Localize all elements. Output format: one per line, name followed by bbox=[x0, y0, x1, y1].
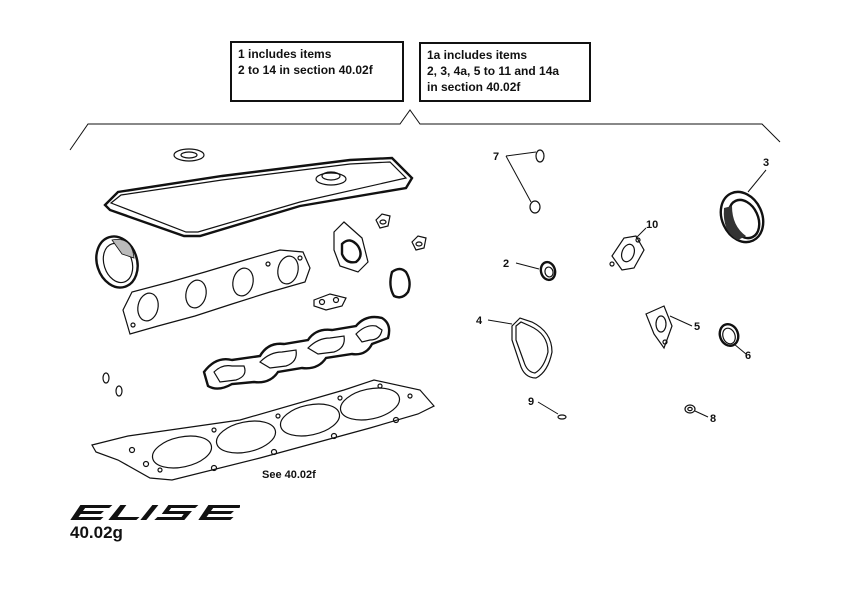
part-9-small-seal bbox=[537, 401, 567, 420]
see-reference-label: See 40.02f bbox=[262, 469, 316, 481]
note-box-item-1-line-2: 2 to 14 in section 40.02f bbox=[238, 63, 373, 77]
callout-7: 7 bbox=[493, 151, 499, 163]
group-bracket bbox=[69, 109, 781, 151]
elise-logo bbox=[70, 501, 243, 528]
o-ring-large bbox=[389, 267, 411, 299]
part-3-oil-seal bbox=[719, 169, 767, 244]
note-box-item-1: 1 includes items 2 to 14 in section 40.0… bbox=[230, 41, 404, 102]
inlet-manifold-gasket bbox=[202, 315, 391, 390]
rocker-cover-gasket bbox=[103, 156, 414, 238]
water-outlet-gasket bbox=[333, 221, 369, 273]
callout-10: 10 bbox=[646, 219, 658, 231]
note-box-item-1a-line-2: 2, 3, 4a, 5 to 11 and 14a bbox=[427, 64, 560, 78]
note-box-item-1a-line-1: 1a includes items bbox=[427, 48, 528, 62]
part-4-water-pump-gasket bbox=[487, 317, 553, 379]
small-o-ring-1 bbox=[102, 372, 110, 384]
filler-seal bbox=[315, 171, 347, 186]
callout-8: 8 bbox=[710, 413, 716, 425]
part-8-washer bbox=[684, 404, 709, 418]
cylinder-head-gasket bbox=[91, 379, 435, 481]
part-6-o-ring bbox=[718, 323, 747, 355]
callout-6: 6 bbox=[745, 350, 751, 362]
callout-2: 2 bbox=[503, 258, 509, 270]
plug-seal-top bbox=[173, 148, 205, 162]
part-10-flange-gasket bbox=[609, 227, 647, 271]
page-number: 40.02g bbox=[70, 523, 123, 542]
note-box-item-1a: 1a includes items 2, 3, 4a, 5 to 11 and … bbox=[419, 42, 591, 102]
note-box-item-1a-line-3: in section 40.02f bbox=[427, 80, 521, 94]
small-plate-gasket bbox=[313, 293, 347, 311]
crank-oil-seal bbox=[95, 235, 139, 289]
valve-cap-1 bbox=[375, 213, 391, 229]
small-o-ring-2 bbox=[115, 385, 123, 397]
part-2-seal bbox=[515, 260, 557, 282]
callout-4: 4 bbox=[476, 315, 483, 327]
callout-3: 3 bbox=[763, 157, 769, 169]
exhaust-manifold-gasket bbox=[122, 249, 311, 335]
note-box-item-1-line-1: 1 includes items bbox=[238, 47, 332, 61]
callout-9: 9 bbox=[528, 396, 534, 408]
part-5-triangular-gasket bbox=[645, 305, 693, 350]
part-7-o-rings bbox=[505, 149, 545, 214]
valve-cap-2 bbox=[411, 235, 427, 251]
callout-5: 5 bbox=[694, 321, 700, 333]
